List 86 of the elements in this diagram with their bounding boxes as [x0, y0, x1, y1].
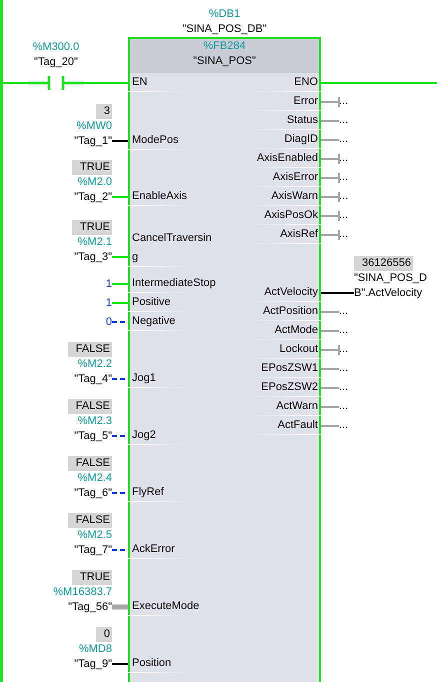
- placeholder-label: ...: [339, 418, 348, 433]
- value-display: FALSE: [68, 399, 112, 414]
- placeholder-label: ...: [339, 361, 348, 376]
- tag-label: "Tag_6": [74, 486, 112, 501]
- value-display: FALSE: [68, 342, 112, 357]
- connector-line: [112, 283, 128, 285]
- connector-line: [321, 425, 339, 427]
- value-display: FALSE: [68, 513, 112, 528]
- value-display: TRUE: [72, 220, 112, 235]
- tag-label: "SINA_POS_DB".ActVelocity: [354, 271, 428, 301]
- connector-line: [3, 82, 28, 84]
- tag-label: "Tag_2": [74, 190, 112, 205]
- connector-line: [112, 302, 128, 304]
- connector-line: [321, 292, 354, 294]
- address-label: %MD8: [78, 642, 112, 657]
- value-display: 36126556: [354, 256, 413, 271]
- tag-label: "Tag_20": [34, 55, 78, 70]
- placeholder-label: ...: [339, 323, 348, 338]
- connector-line: [112, 492, 128, 494]
- connector-line: [112, 604, 128, 610]
- address-label: %M300.0: [32, 40, 80, 55]
- connector-line: [112, 321, 128, 323]
- value-display: FALSE: [68, 456, 112, 471]
- tag-label: "Tag_1": [74, 134, 112, 149]
- value-display: TRUE: [72, 160, 112, 175]
- tag-label: "Tag_4": [74, 372, 112, 387]
- placeholder-label: ...: [339, 94, 348, 109]
- function-block: [128, 37, 321, 682]
- placeholder-label: ...: [339, 227, 348, 242]
- tag-label: "Tag_5": [74, 429, 112, 444]
- tag-label: "Tag_56": [68, 600, 112, 615]
- connector-line: [112, 256, 128, 258]
- placeholder-label: ...: [339, 304, 348, 319]
- placeholder-label: ...: [339, 170, 348, 185]
- tag-label: "Tag_9": [74, 657, 112, 672]
- address-label: %M2.5: [78, 528, 112, 543]
- connector-line: [84, 82, 128, 84]
- placeholder-label: ...: [339, 380, 348, 395]
- instance-name-label: "SINA_POS_DB": [182, 22, 267, 37]
- value-display: 0: [96, 627, 112, 642]
- connector-line: [321, 368, 339, 370]
- address-label: %M2.4: [78, 471, 112, 486]
- connector-line: [321, 210, 340, 222]
- power-rail: [0, 0, 3, 682]
- connector-line: [321, 344, 340, 356]
- address-label: %M2.2: [78, 357, 112, 372]
- connector-line: [112, 549, 128, 551]
- connector-line: [321, 172, 340, 184]
- address-label: %MW0: [76, 119, 112, 134]
- connector-line: [321, 139, 339, 141]
- connector-line: [321, 311, 339, 313]
- connector-line: [112, 663, 128, 665]
- value-display: 3: [96, 104, 112, 119]
- placeholder-label: ...: [339, 208, 348, 223]
- placeholder-label: ...: [339, 151, 348, 166]
- placeholder-label: ...: [339, 132, 348, 147]
- connector-line: [112, 435, 128, 437]
- connector-line: [321, 229, 340, 241]
- value-display: TRUE: [72, 570, 112, 585]
- connector-line: [112, 140, 128, 142]
- connector-line: [321, 406, 339, 408]
- address-label: %M2.1: [78, 235, 112, 250]
- address-label: %M16383.7: [53, 585, 112, 600]
- tag-label: "Tag_7": [74, 543, 112, 558]
- block-name-label: "SINA_POS": [193, 54, 256, 69]
- placeholder-label: ...: [339, 189, 348, 204]
- constant-value: 1: [106, 296, 112, 311]
- block-number-label: %FB284: [203, 39, 246, 54]
- constant-value: 0: [106, 315, 112, 330]
- connector-line: [321, 387, 339, 389]
- connector-line: [321, 191, 340, 203]
- constant-value: 1: [106, 277, 112, 292]
- instance-address-label: %DB1: [208, 7, 240, 22]
- placeholder-label: ...: [339, 342, 348, 357]
- address-label: %M2.0: [78, 175, 112, 190]
- connector-line: [112, 196, 128, 198]
- connector-line: [321, 153, 340, 165]
- connector-line: [321, 330, 339, 332]
- connector-line: [321, 120, 339, 122]
- tag-label: "Tag_3": [74, 250, 112, 265]
- address-label: %M2.3: [78, 414, 112, 429]
- placeholder-label: ...: [339, 113, 348, 128]
- connector-line: [321, 96, 340, 108]
- connector-line: [321, 82, 437, 84]
- connector-line: [112, 378, 128, 380]
- placeholder-label: ...: [339, 399, 348, 414]
